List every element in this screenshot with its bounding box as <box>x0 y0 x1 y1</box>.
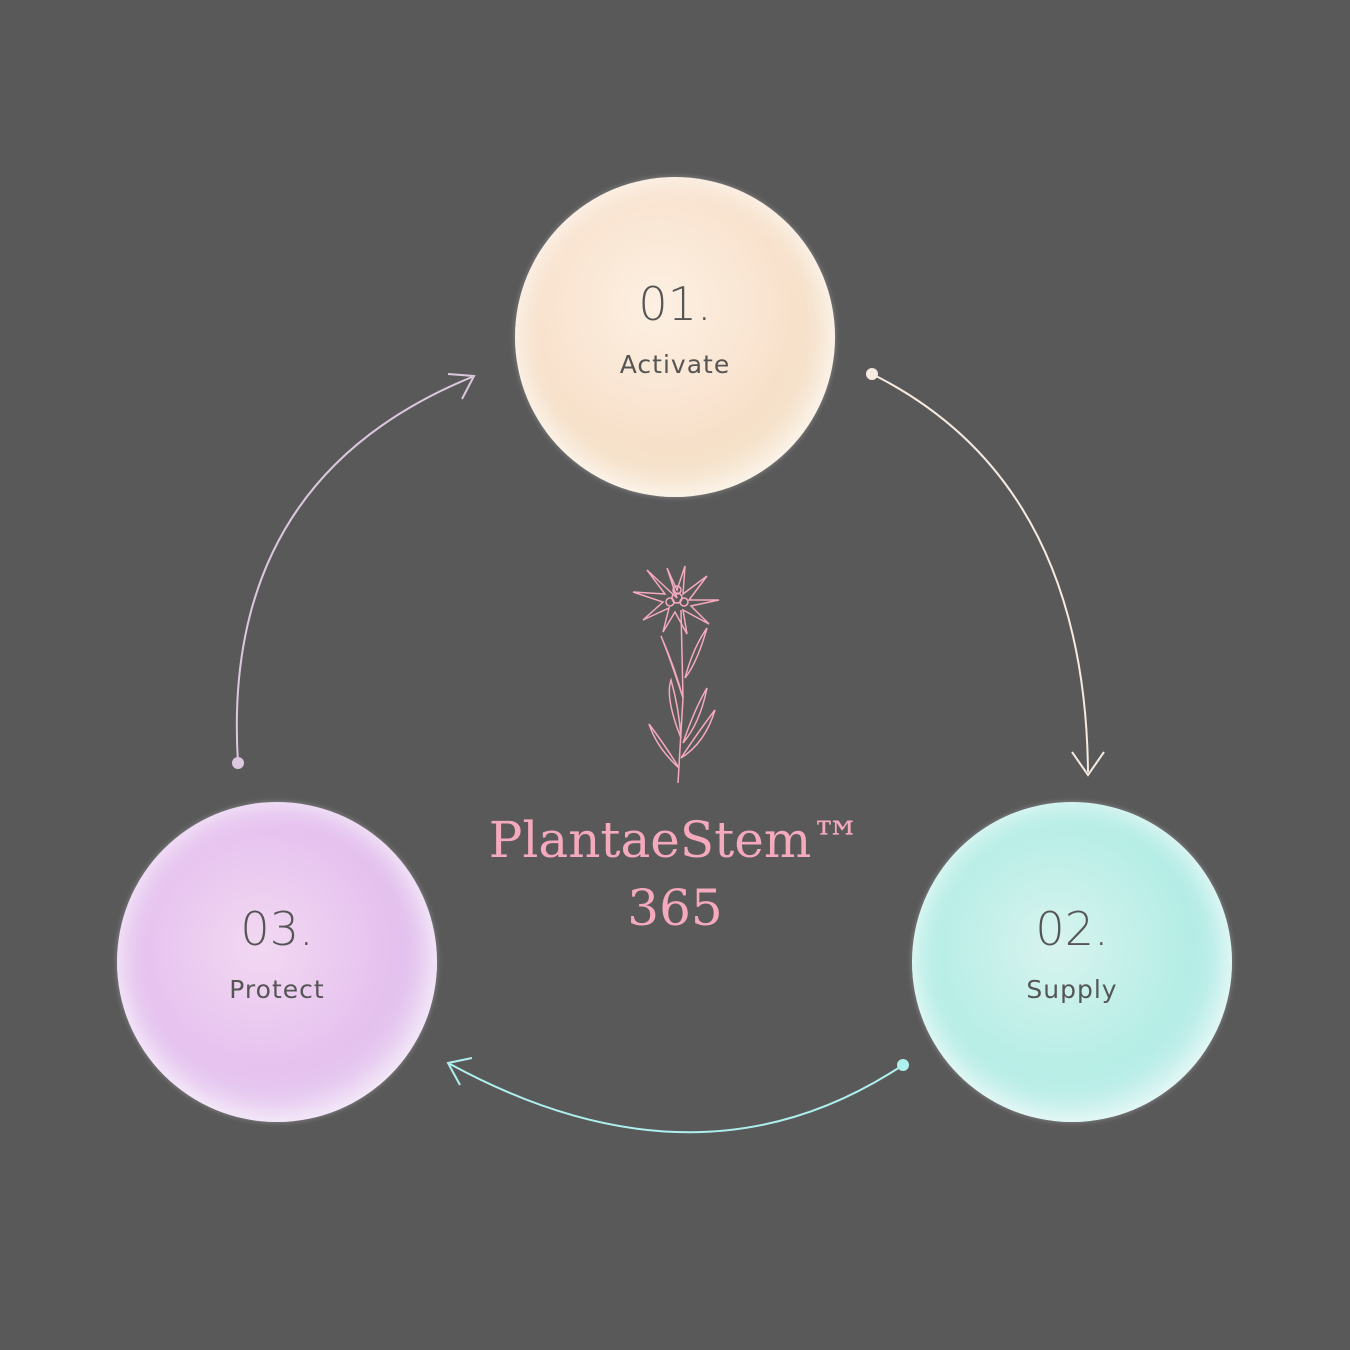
step-label: Supply <box>1026 975 1118 1004</box>
arrow-supply-to-protect <box>446 1057 909 1134</box>
arrow-protect-to-activate <box>232 373 476 769</box>
step-label: Activate <box>619 350 731 379</box>
product-name: PlantaeStem™ <box>488 811 862 869</box>
product-number: 365 <box>627 879 723 937</box>
step-label: Protect <box>229 975 325 1004</box>
product-title: PlantaeStem™ 365 <box>375 806 975 942</box>
edelweiss-flower-icon <box>632 565 720 784</box>
bubble-step-supply: 02. Supply <box>912 802 1232 1122</box>
arrow-activate-to-supply <box>866 368 1105 777</box>
bubble-step-protect: 03. Protect <box>117 802 437 1122</box>
bubble-step-activate: 01. Activate <box>515 177 835 497</box>
step-number: 01. <box>638 277 712 331</box>
step-number: 03. <box>240 902 314 956</box>
step-number: 02. <box>1035 902 1109 956</box>
